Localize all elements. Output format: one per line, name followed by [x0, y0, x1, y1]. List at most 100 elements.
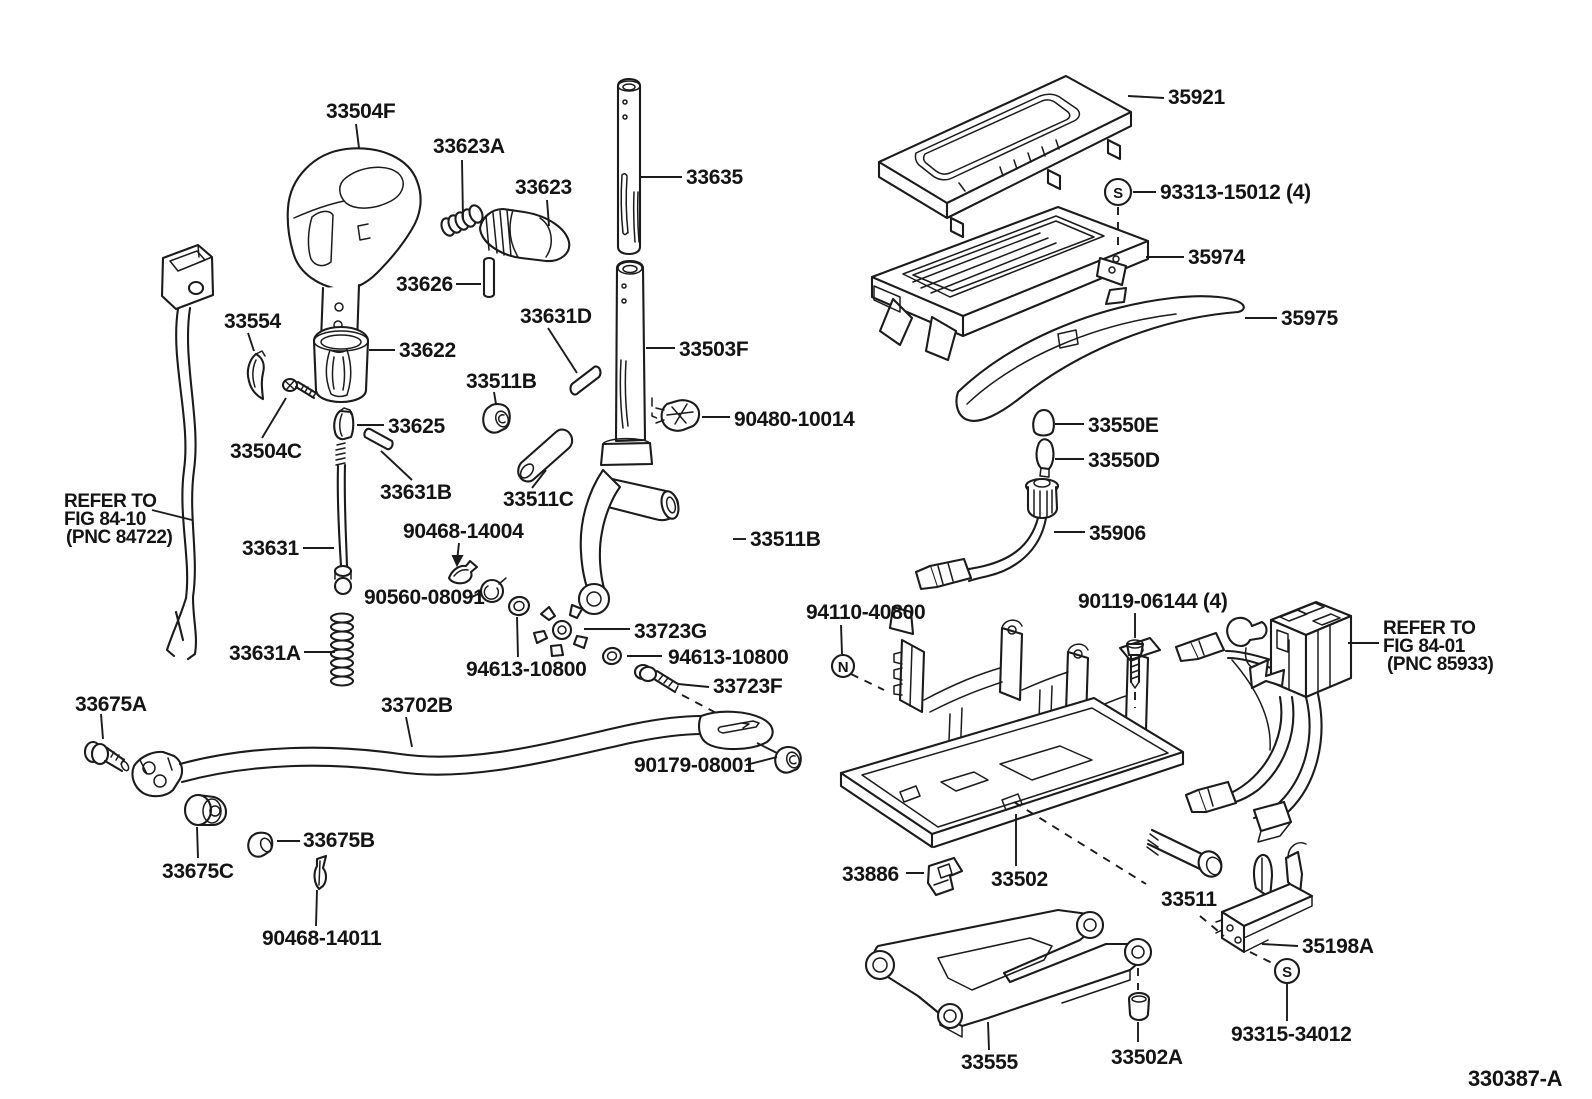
shift-lever-assembly — [577, 259, 680, 616]
part-label-90468-14011: 90468-14011 — [262, 927, 382, 950]
spacer-33502A — [1127, 991, 1151, 1022]
bushing-90560 — [479, 577, 507, 604]
leader-lines — [100, 95, 1379, 1051]
part-label-35906: 35906 — [1089, 522, 1146, 545]
nut-symbol: N — [830, 624, 885, 691]
part-label-33622: 33622 — [399, 339, 456, 362]
note-84-01-line1: REFER TO — [1383, 618, 1476, 639]
part-label-33625: 33625 — [388, 415, 446, 438]
part-label-33550E: 33550E — [1088, 414, 1159, 437]
part-label-33635: 33635 — [686, 166, 744, 189]
note-84-01-line2: FIG 84-01 — [1383, 636, 1466, 657]
part-label-33626: 33626 — [396, 273, 453, 296]
note-84-01-line3: (PNC 85933) — [1387, 654, 1494, 675]
part-label-33550D: 33550D — [1088, 449, 1160, 472]
part-label-33623A: 33623A — [433, 135, 505, 158]
part-label-90468-14004: 90468-14004 — [403, 520, 524, 543]
part-label-33511B-right: 33511B — [750, 528, 821, 551]
part-labels: 33504F 33623A 33623 33635 33626 33554 33… — [75, 86, 1374, 1074]
pin-33511C — [517, 428, 574, 483]
grommet-90480 — [655, 399, 701, 432]
part-label-33504F: 33504F — [326, 100, 396, 123]
shift-lock-button — [478, 207, 571, 263]
part-label-93315-34012: 93315-34012 — [1231, 1023, 1352, 1046]
pin-33631D — [569, 365, 602, 396]
indicator-base-housing — [870, 205, 1150, 362]
clamp-90468-14004 — [447, 559, 479, 585]
part-label-33504C: 33504C — [230, 440, 302, 463]
part-label-35974: 35974 — [1188, 246, 1246, 269]
part-label-33554: 33554 — [224, 310, 282, 333]
detent-spring — [440, 204, 484, 237]
part-label-94613-10800-upper: 94613-10800 — [466, 658, 587, 681]
part-label-33511: 33511 — [1161, 888, 1217, 911]
clip-33625 — [333, 407, 355, 441]
washer-94613-lower — [602, 646, 622, 666]
solenoid-wire-connector — [160, 243, 215, 661]
bulb-cap — [1032, 408, 1055, 437]
shift-control-rod — [131, 710, 778, 798]
bolt-33675A — [83, 740, 130, 773]
note-84-10-line1: REFER TO — [64, 491, 157, 512]
note-84-10-line2: FIG 84-10 — [64, 509, 146, 530]
bushing-33675B — [247, 831, 274, 858]
nut-symbol-letter: N — [838, 659, 849, 676]
shift-rod — [333, 442, 353, 596]
clip-90468-14011 — [313, 854, 328, 891]
note-84-10-line3: (PNC 84722) — [66, 527, 173, 548]
upper-lever-tube — [616, 77, 642, 256]
part-label-94613-10800-lower: 94613-10800 — [668, 646, 789, 669]
shift-knob — [286, 147, 422, 345]
bushing-33511B-left — [482, 403, 511, 434]
slide-cover — [955, 286, 1245, 422]
part-label-33502: 33502 — [991, 868, 1048, 891]
relay-box-harness — [1174, 600, 1353, 843]
figure-number: 330387-A — [1468, 1066, 1563, 1091]
support-bracket-33555 — [864, 908, 1153, 1038]
knob-sleeve — [312, 325, 370, 404]
part-label-33502A: 33502A — [1111, 1046, 1183, 1069]
part-label-33886: 33886 — [842, 863, 899, 886]
part-label-35198A: 35198A — [1302, 935, 1374, 958]
part-label-33723G: 33723G — [634, 620, 707, 643]
part-label-35975: 35975 — [1281, 307, 1339, 330]
part-label-33631A: 33631A — [229, 642, 301, 665]
part-label-33623: 33623 — [515, 176, 572, 199]
screw-33723F — [633, 663, 723, 717]
note-refer-fig84-01: REFER TO FIG 84-01 (PNC 85933) — [1383, 618, 1494, 675]
part-label-33675C: 33675C — [162, 860, 234, 883]
part-label-90119-06144: 90119-06144 (4) — [1078, 590, 1228, 613]
part-label-33503F: 33503F — [679, 338, 749, 361]
part-label-35921: 35921 — [1168, 86, 1226, 109]
part-label-33631B: 33631B — [380, 481, 452, 504]
bracket-35198A — [1215, 842, 1314, 954]
screw-symbol-top: S — [1103, 177, 1133, 263]
part-label-90480-10014: 90480-10014 — [734, 408, 855, 431]
bushing-33675C — [183, 793, 228, 827]
part-label-93313-15012: 93313-15012 (4) — [1160, 181, 1311, 204]
screw-symbol-bottom: S — [1249, 951, 1301, 1021]
button-pin — [482, 256, 496, 299]
clip-33554 — [246, 350, 266, 401]
nut-90179 — [774, 746, 802, 774]
part-label-33631: 33631 — [242, 537, 300, 560]
part-label-33631D: 33631D — [520, 305, 592, 328]
part-label-33723F: 33723F — [713, 675, 783, 698]
bolt-33511 — [1146, 828, 1223, 878]
bulb — [1035, 438, 1055, 478]
part-label-33675B: 33675B — [303, 829, 375, 852]
part-label-33702B: 33702B — [381, 694, 453, 717]
part-label-90560-08091: 90560-08091 — [364, 586, 485, 609]
part-label-33555: 33555 — [961, 1051, 1019, 1074]
part-label-33511C: 33511C — [503, 488, 574, 511]
washer-94613-upper — [508, 595, 530, 617]
note-refer-fig84-10: REFER TO FIG 84-10 (PNC 84722) — [64, 491, 173, 548]
part-label-94110-40800: 94110-40800 — [806, 601, 925, 624]
knob-screw — [281, 377, 318, 400]
bulb-socket-wire — [914, 477, 1060, 591]
clip-33886 — [926, 856, 964, 897]
screw-symbol-letter-2: S — [1282, 964, 1292, 981]
pin-33631B — [363, 427, 394, 451]
